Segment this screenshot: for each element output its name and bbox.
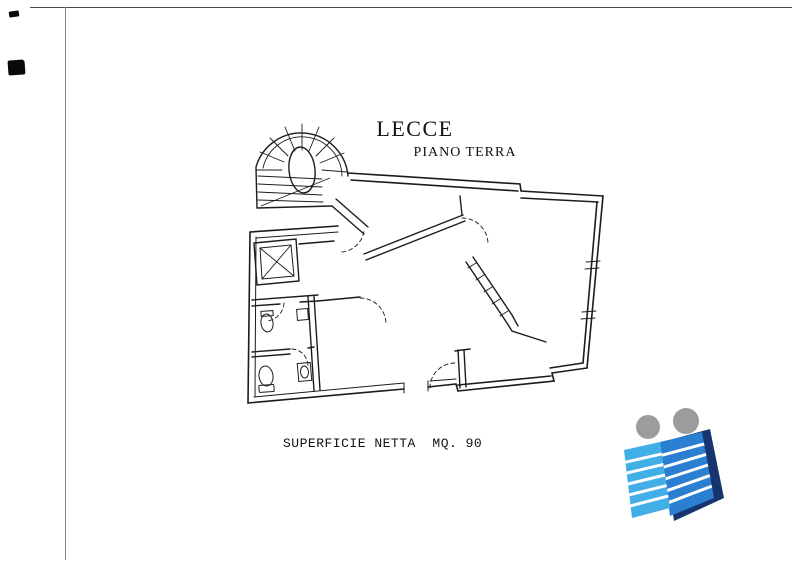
interior-walls: [251, 195, 547, 392]
scan-border-top: [30, 7, 792, 8]
plan-floor-subtitle: PIANO TERRA: [413, 145, 517, 160]
net-area-caption: SUPERFICIE NETTA MQ. 90: [283, 436, 483, 451]
elevator-shaft: [253, 238, 300, 286]
staircase-spiral: [255, 123, 369, 235]
outer-walls: [247, 172, 604, 404]
logo-heads: [636, 408, 699, 439]
plan-city-title: LECCE: [376, 116, 454, 141]
bathroom-fixtures: [258, 307, 313, 393]
logo-left-figure-body: [624, 442, 670, 518]
agency-logo-icon: [624, 408, 724, 521]
scan-border-left: [65, 7, 66, 560]
door-swing-arcs: [265, 217, 489, 389]
logo-right-figure-body: [660, 432, 714, 516]
